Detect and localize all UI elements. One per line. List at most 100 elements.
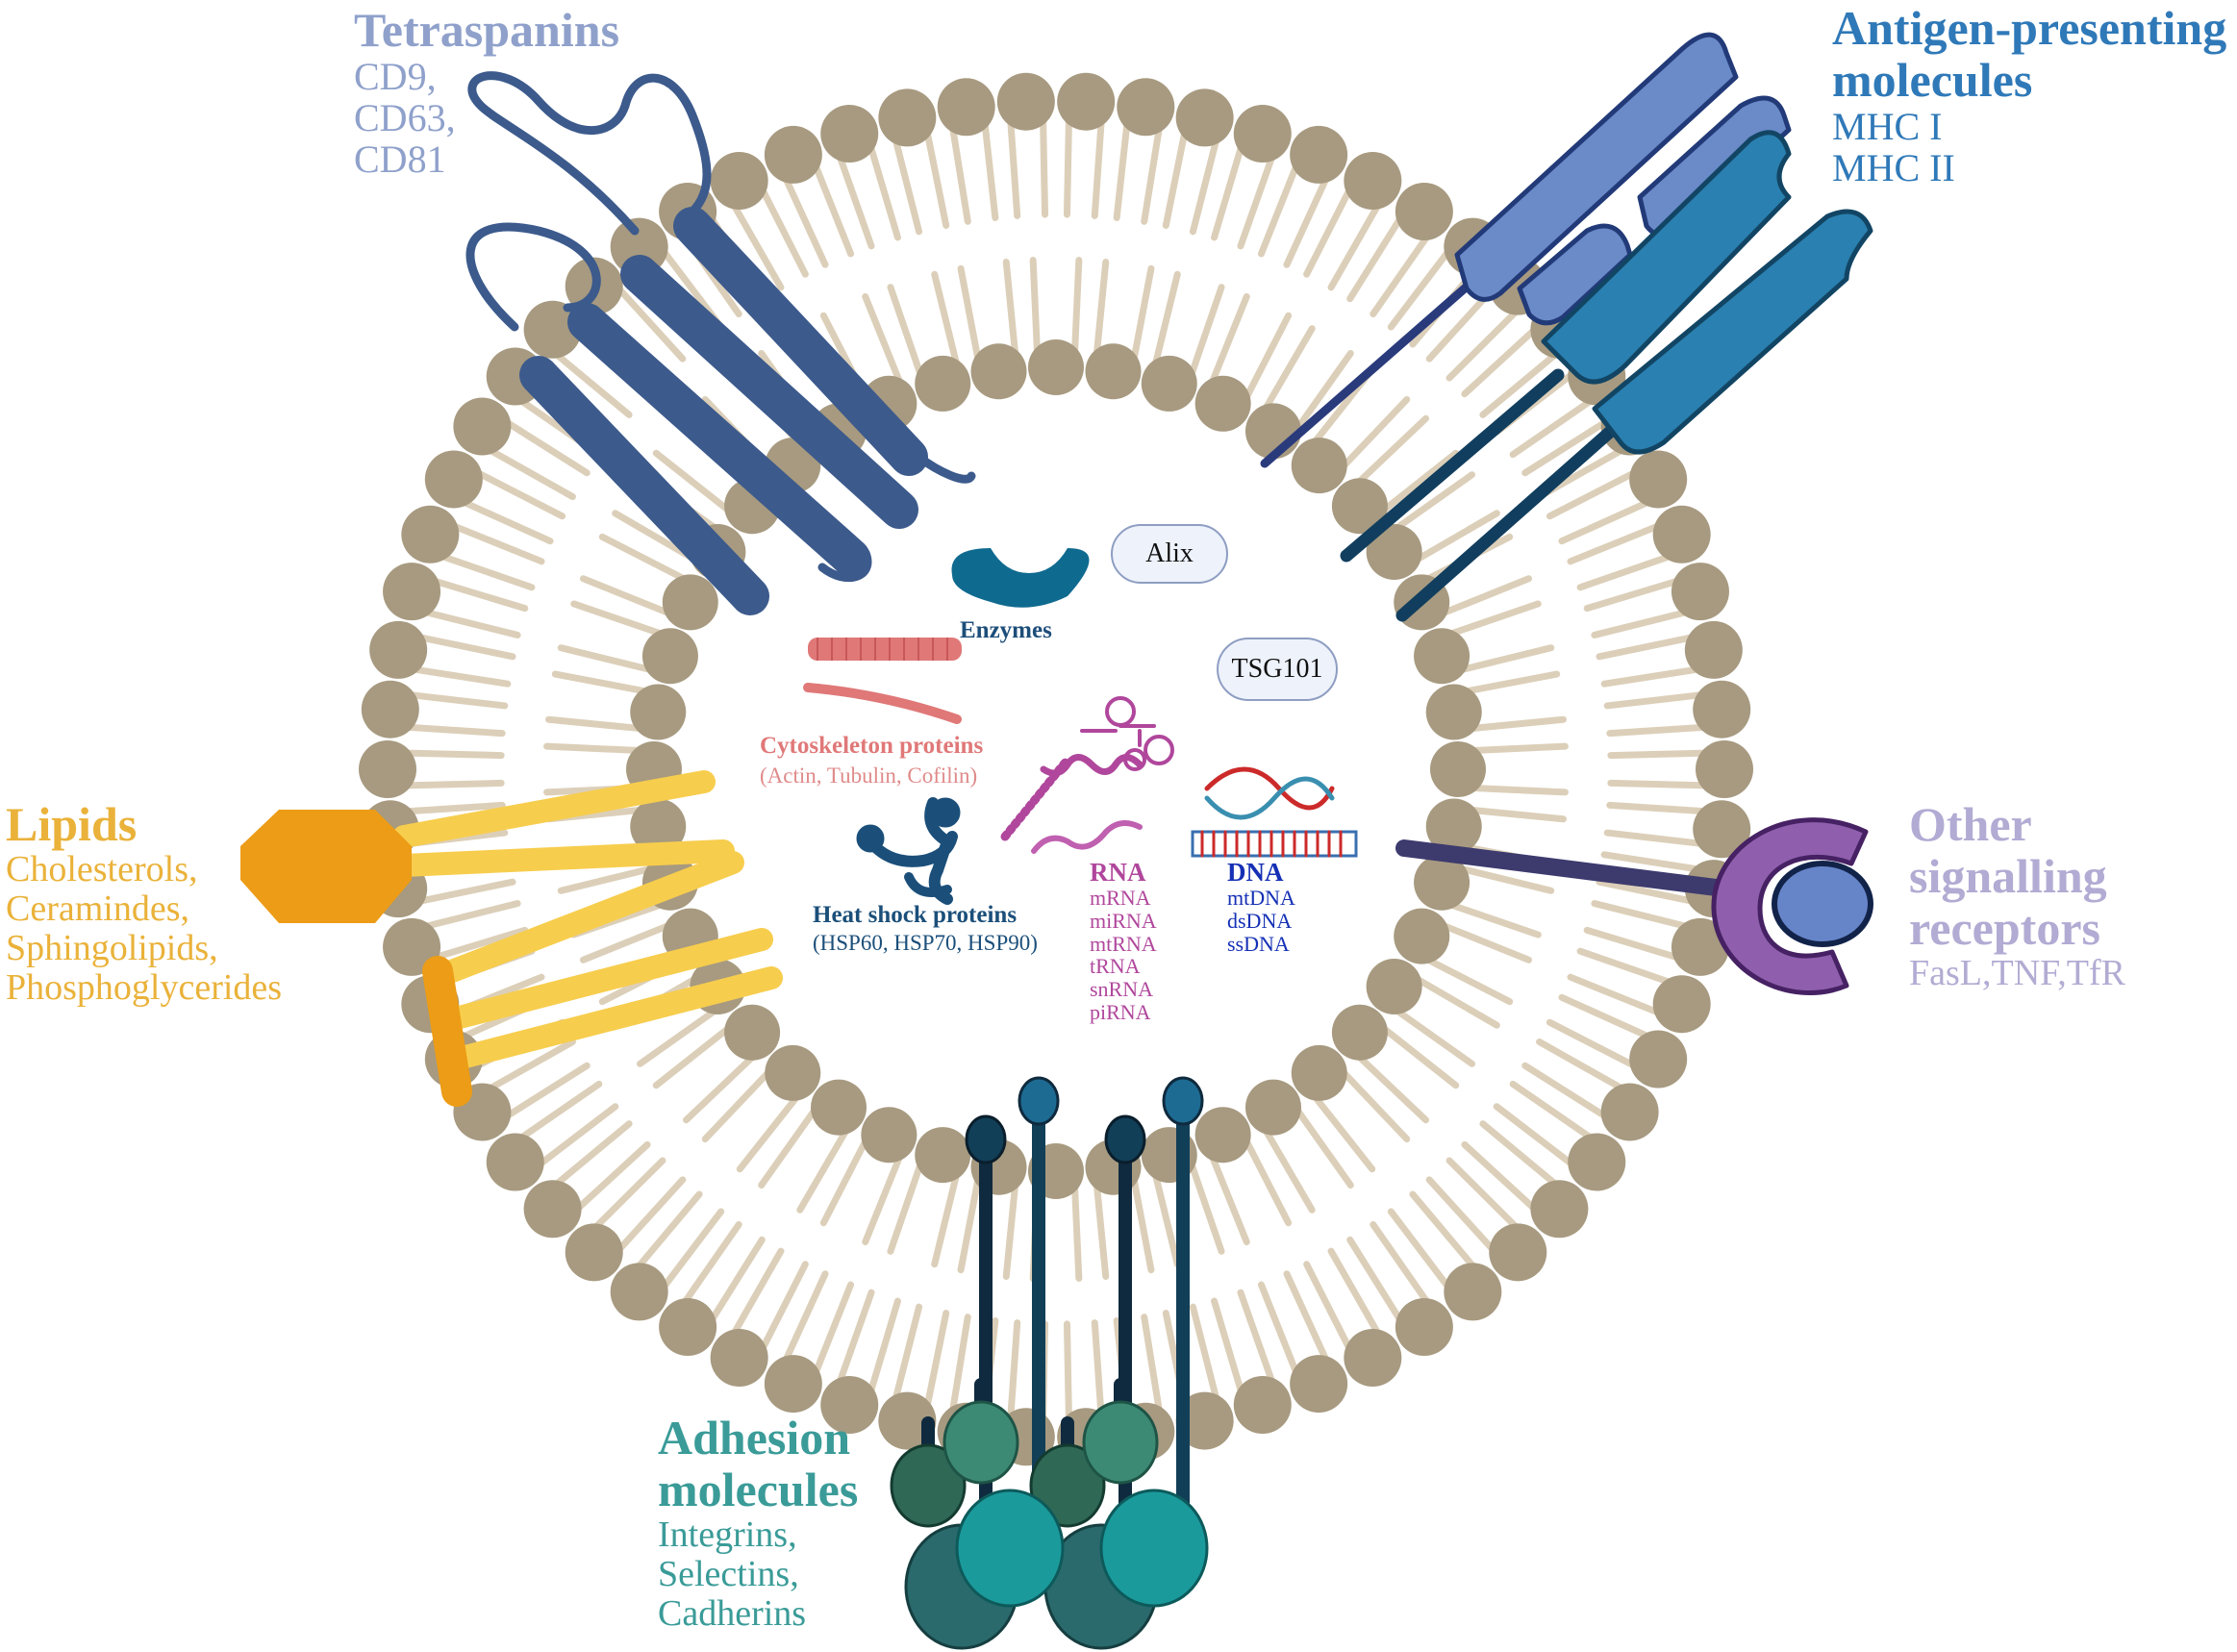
lipid-head	[1194, 1107, 1251, 1164]
lipid-head	[1366, 524, 1422, 581]
tetraspanins-label: Tetraspanins CD9, CD63, CD81	[354, 4, 619, 181]
adhesion-title-line-1: Adhesion	[658, 1411, 851, 1464]
dna-label: DNA mtDNA dsDNA ssDNA	[1227, 858, 1295, 956]
lipid-head	[630, 684, 687, 740]
lipid-head	[1652, 505, 1711, 563]
dna-item-mtdna: mtDNA	[1227, 886, 1295, 911]
lipid-head	[1194, 375, 1251, 432]
lipid-head	[1395, 1298, 1453, 1357]
lipid-head	[523, 1180, 582, 1239]
lipid-head	[1530, 1180, 1589, 1239]
lipid-head	[1629, 450, 1688, 509]
lipid-head	[659, 1298, 717, 1357]
rna-item-mtrna: mtRNA	[1090, 931, 1157, 956]
lipid-head	[1233, 105, 1292, 163]
lipids-item-phosphoglycerides: Phosphoglycerides	[6, 967, 283, 1009]
lipid-head	[970, 343, 1027, 400]
lipid-head	[662, 574, 718, 631]
lipid-head	[486, 1133, 544, 1191]
lipid-head	[1344, 1329, 1402, 1388]
lipid-head	[1175, 1391, 1234, 1450]
lipid-head	[1331, 1004, 1388, 1061]
lipid-head	[1684, 620, 1743, 679]
lipid-head	[401, 505, 460, 563]
lipid-head	[1414, 854, 1470, 911]
signalling-receptors-label: Other signalling receptors FasL,TNF,TfR	[1909, 798, 2125, 993]
lipid-head	[1629, 1030, 1688, 1089]
lipid-head	[1244, 1079, 1301, 1136]
rna-item-mrna: mRNA	[1090, 886, 1151, 911]
lipids-label: Lipids Cholesterols, Ceramindes, Sphingo…	[6, 798, 282, 1008]
receptors-item-fasl: FasL,TNF,TfR	[1909, 953, 2125, 993]
lipid-head	[361, 680, 419, 738]
lipid-head	[1028, 339, 1084, 395]
receptors-title-line-2: signalling	[1909, 849, 2107, 903]
lipid-head	[523, 300, 582, 359]
mhc-ii-molecule-icon	[1340, 130, 1873, 622]
lipid-head	[915, 355, 971, 412]
lipid-head	[1117, 78, 1175, 137]
receptors-title-line-1: Other	[1909, 797, 2032, 851]
lipid-head	[1233, 1375, 1292, 1434]
lipid-head	[383, 563, 441, 621]
adhesion-molecules-icon	[890, 1076, 1209, 1650]
lipids-item-sphingolipids: Sphingolipids,	[6, 928, 218, 969]
lipid-head	[1425, 684, 1482, 740]
lipid-head	[1696, 740, 1753, 798]
lipid-head	[359, 740, 416, 798]
rna-title: RNA	[1090, 858, 1146, 887]
lipid-head	[764, 125, 822, 184]
lipid-head	[724, 1004, 781, 1061]
lipids-title: Lipids	[6, 797, 138, 851]
tetraspanins-title: Tetraspanins	[354, 3, 620, 57]
lipid-head	[1141, 355, 1197, 412]
alix-badge: Alix	[1111, 524, 1228, 584]
dna-item-ssdna: ssDNA	[1227, 931, 1290, 956]
antigen-title-line-2: molecules	[1832, 53, 2033, 107]
lipid-head	[641, 628, 698, 685]
tsg101-badge: TSG101	[1217, 638, 1338, 701]
lipid-head	[765, 1044, 821, 1101]
antigen-item-mhc-i: MHC I	[1832, 105, 1943, 148]
adhesion-item-cadherins: Cadherins	[658, 1593, 807, 1635]
lipid-head	[1414, 628, 1470, 685]
adhesion-title-line-2: molecules	[658, 1463, 859, 1516]
lipid-head	[820, 105, 879, 163]
dna-item-dsdna: dsDNA	[1227, 908, 1293, 933]
adhesion-item-selectins: Selectins,	[658, 1554, 799, 1595]
rna-label: RNA mRNA miRNA mtRNA tRNA snRNA piRNA	[1090, 858, 1157, 1024]
dna-title: DNA	[1227, 858, 1284, 887]
adhesion-item-integrins: Integrins,	[658, 1514, 797, 1555]
rna-item-mirna: miRNA	[1090, 908, 1157, 933]
lipid-head	[710, 151, 768, 210]
rna-item-trna: tRNA	[1090, 954, 1141, 979]
lipid-head	[937, 78, 995, 137]
lipid-head	[811, 1079, 867, 1136]
lipid-head	[1085, 343, 1142, 400]
antigen-presenting-label: Antigen-presenting molecules MHC I MHC I…	[1832, 2, 2226, 188]
lipid-head	[1425, 798, 1482, 855]
cytoskeleton-filament-icon	[803, 638, 962, 724]
lipid-head	[1671, 917, 1729, 976]
lipid-raft-icon	[240, 770, 783, 1107]
hsp-subtitle: (HSP60, HSP70, HSP90)	[813, 931, 1038, 955]
lipid-head	[1291, 438, 1347, 494]
lipid-head	[453, 397, 512, 456]
lipid-head	[424, 450, 483, 509]
lipid-head	[1444, 1263, 1502, 1321]
dna-icon	[1191, 766, 1358, 858]
lipid-head	[820, 1375, 879, 1434]
lipid-head	[861, 1107, 917, 1164]
lipid-head	[369, 620, 428, 679]
lipid-head	[764, 1355, 822, 1414]
tetraspanins-item-cd63: CD63,	[354, 96, 456, 140]
signalling-receptor-icon	[1395, 817, 1873, 996]
adhesion-molecules-label: Adhesion molecules Integrins, Selectins,…	[658, 1412, 858, 1634]
lipid-head	[1291, 1044, 1347, 1101]
lipid-head	[996, 72, 1055, 131]
lipid-head	[1290, 125, 1348, 184]
tetraspanins-item-cd9: CD9,	[354, 55, 437, 98]
lipid-head	[1489, 1223, 1547, 1282]
rna-item-snrna: snRNA	[1090, 977, 1154, 1002]
